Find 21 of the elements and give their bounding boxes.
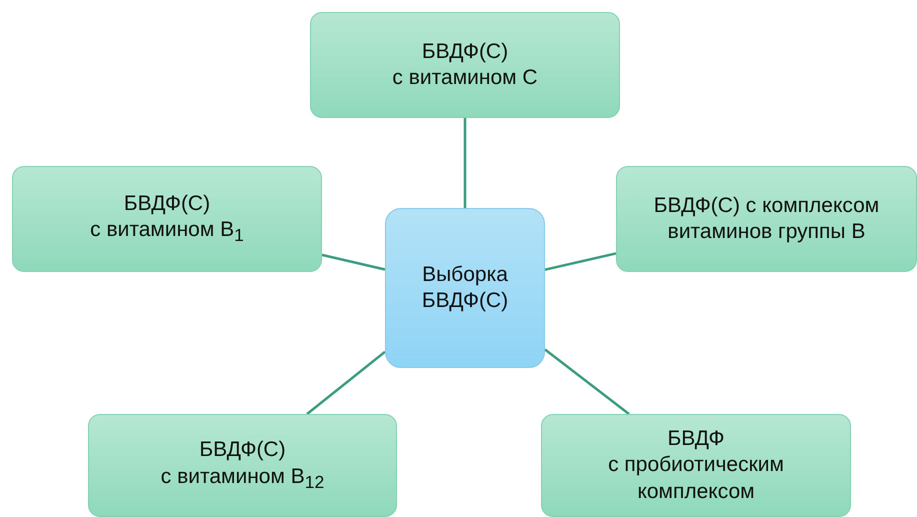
box-text: Выборка БВДФ(С) — [420, 262, 510, 314]
connector-line — [322, 254, 386, 271]
connector-line — [306, 350, 386, 415]
box-text: БВДФ(С) — [422, 38, 508, 65]
box-text: БВДФ(С) с комплексом витаминов группы В — [652, 192, 880, 245]
box-text: БВДФ(С) — [124, 190, 210, 217]
box-text: с пробиотическим комплексом — [607, 452, 785, 505]
topic-box — [541, 414, 851, 517]
box-text: БВДФ(С) — [199, 437, 286, 464]
connector-line — [544, 348, 630, 415]
connector-line — [544, 252, 616, 271]
box-text: с витамином B$_{1}$ — [90, 217, 244, 248]
box-text: с витамином С — [392, 65, 538, 91]
topic-box — [616, 166, 917, 272]
box-text: БВДФ — [667, 426, 725, 452]
center-box — [385, 208, 545, 368]
topic-box — [88, 414, 397, 517]
topic-box — [310, 12, 620, 118]
connector-line — [464, 118, 466, 208]
topic-box — [12, 166, 322, 272]
box-text: с витамином B$_{12}$ — [160, 464, 324, 494]
